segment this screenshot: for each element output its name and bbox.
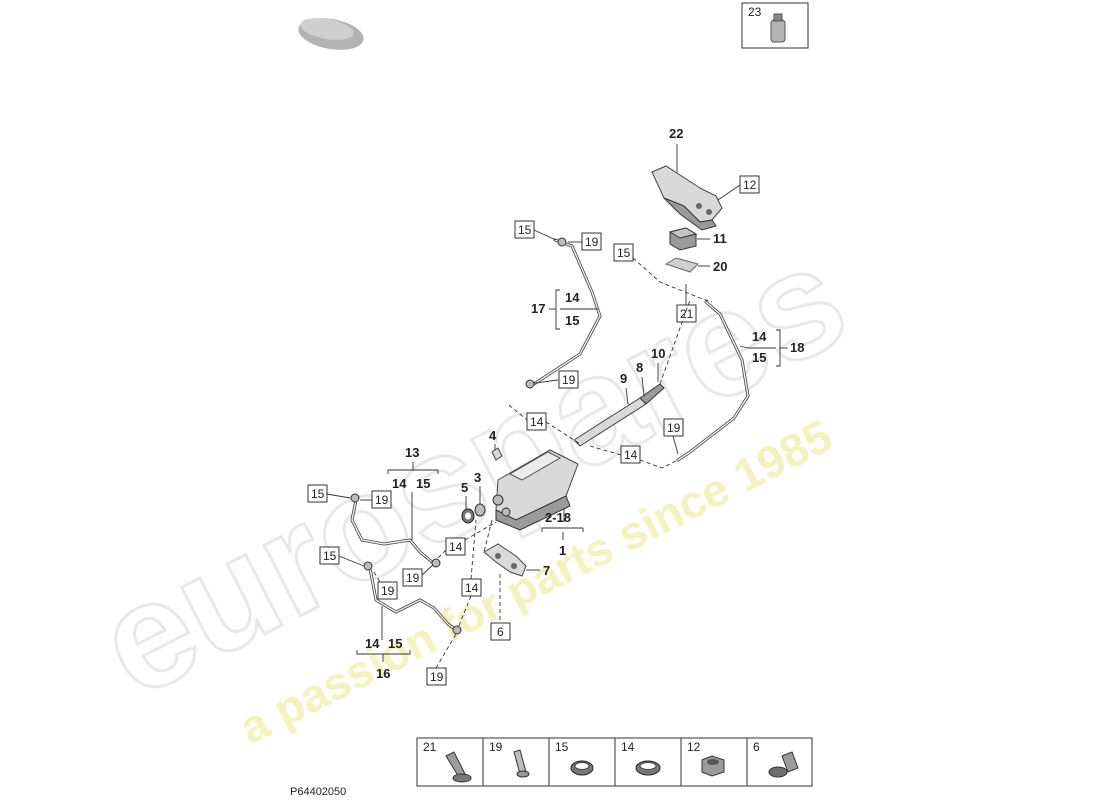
callout-14-e: 14	[465, 581, 479, 595]
callout-17: 17	[531, 301, 545, 316]
bracket-22	[651, 165, 723, 231]
clip-11	[668, 227, 698, 251]
callout-11: 11	[713, 231, 727, 246]
bolt-flange-icon	[768, 751, 799, 778]
pad-20	[664, 257, 699, 273]
legend-cell-14: 14	[621, 740, 661, 776]
fluid-bottle-box: 23	[741, 2, 809, 49]
callout-14-b16: 14	[365, 636, 380, 651]
callout-2-18: 2-18	[545, 510, 571, 525]
cap-4	[491, 447, 503, 461]
nut-icon	[701, 755, 725, 777]
callout-19-e: 19	[406, 571, 420, 585]
callout-22: 22	[669, 126, 683, 141]
callout-15-b13: 15	[416, 476, 430, 491]
callout-19-f: 19	[381, 584, 395, 598]
callout-20: 20	[713, 259, 727, 274]
watermark: eurospares a passion for parts since 198…	[72, 210, 872, 754]
callout-12: 12	[743, 178, 757, 192]
callout-14-d: 14	[449, 540, 463, 554]
callout-14-a: 14	[530, 415, 544, 429]
legend-cell-21: 21	[423, 740, 472, 783]
callout-13: 13	[405, 445, 419, 460]
fastener-legend: 21 19 15 14	[416, 737, 813, 787]
seal-ring-icon	[570, 760, 594, 776]
callout-15-a: 15	[617, 246, 631, 260]
bolt-flange-icon	[445, 751, 472, 783]
callout-14-b13: 14	[392, 476, 407, 491]
callout-19-a: 19	[585, 235, 599, 249]
callout-19-b: 19	[562, 373, 576, 387]
callout-15-b: 15	[518, 223, 532, 237]
callout-15-b16: 15	[388, 636, 402, 651]
legend-cell-6: 6	[753, 740, 799, 778]
callout-23: 23	[748, 5, 762, 19]
callout-3: 3	[474, 470, 481, 485]
callout-14-b17: 14	[565, 290, 580, 305]
callout-15-c: 15	[311, 487, 325, 501]
legend-cell-15: 15	[555, 740, 594, 776]
legend-number-15: 15	[555, 740, 569, 754]
callout-19-c: 19	[667, 421, 681, 435]
callout-15-d: 15	[323, 549, 337, 563]
callout-14-b18: 14	[752, 329, 767, 344]
callout-9: 9	[620, 371, 627, 386]
callout-10: 10	[651, 346, 665, 361]
callout-4: 4	[489, 428, 497, 443]
fluid-bottle-icon	[770, 13, 786, 43]
callout-15-b17: 15	[565, 313, 579, 328]
actuator-cylinder	[492, 449, 579, 531]
callout-16: 16	[376, 666, 390, 681]
bolt-icon	[513, 749, 530, 778]
seal-ring-icon	[635, 760, 661, 776]
callout-1: 1	[559, 543, 566, 558]
legend-number-12: 12	[687, 740, 701, 754]
bracket-7	[483, 543, 527, 577]
legend-cell-19: 19	[489, 740, 530, 778]
callout-5: 5	[461, 480, 468, 495]
callout-6: 6	[497, 625, 504, 639]
ring-3	[474, 503, 486, 517]
grommet-part	[298, 18, 364, 50]
callout-15-b18: 15	[752, 350, 766, 365]
callout-7: 7	[543, 563, 550, 578]
legend-number-14: 14	[621, 740, 635, 754]
callout-14-c: 14	[624, 448, 638, 462]
legend-number-21: 21	[423, 740, 437, 754]
seal-5	[461, 508, 475, 524]
legend-cell-12: 12	[687, 740, 725, 777]
callout-19-g: 19	[430, 670, 444, 684]
legend-number-6: 6	[753, 740, 760, 754]
legend-number-19: 19	[489, 740, 503, 754]
drawing-code: P64402050	[290, 786, 346, 798]
callout-8: 8	[636, 360, 643, 375]
callout-19-d: 19	[375, 493, 389, 507]
callout-18: 18	[790, 340, 804, 355]
